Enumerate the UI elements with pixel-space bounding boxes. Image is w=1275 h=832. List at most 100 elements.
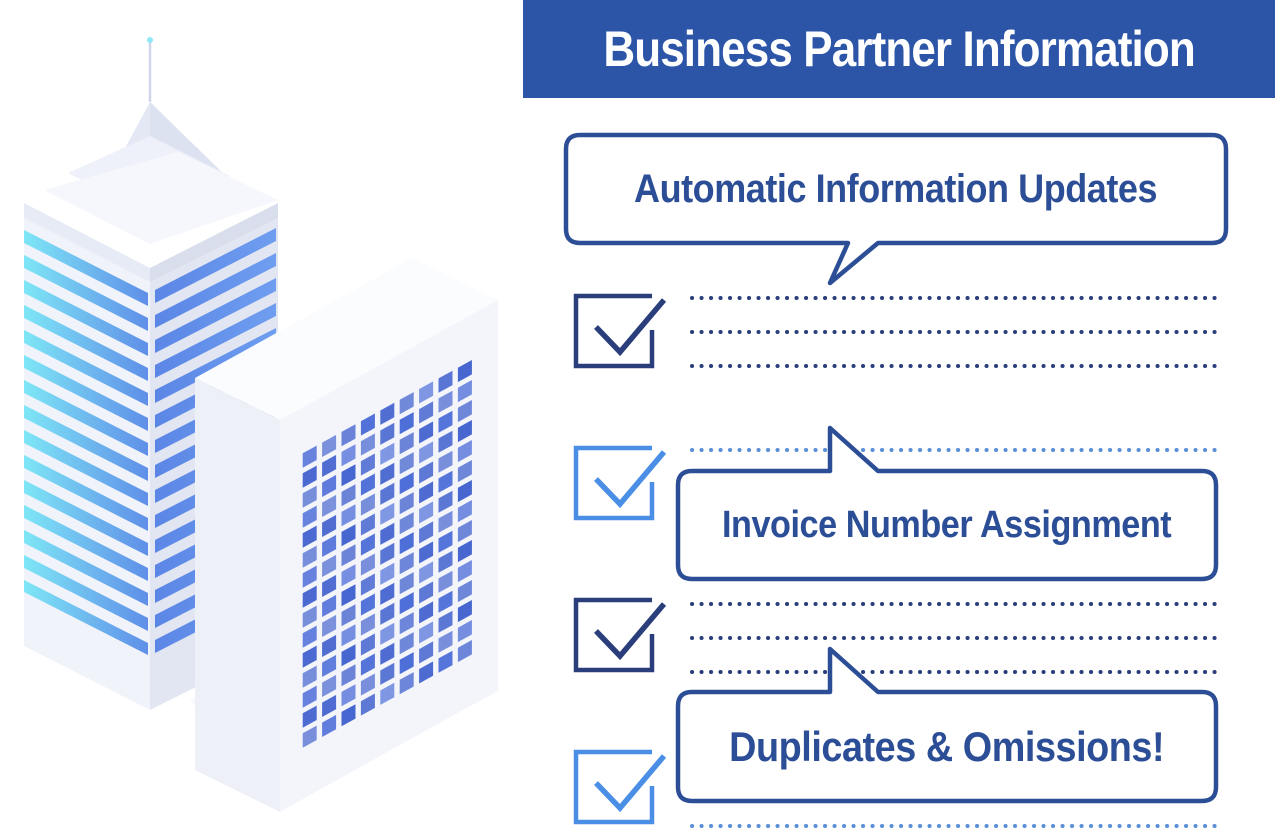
window-pane [360,473,375,496]
window-pane [457,440,472,463]
window-pane [438,630,453,653]
window-pane [457,420,472,443]
window-pane [438,550,453,573]
window-pane [322,454,337,477]
window-pane [457,360,472,383]
checkbox-checked-icon [573,293,667,369]
window-pane [380,582,395,605]
window-pane [399,412,414,435]
window-pane [360,493,375,516]
window-pane [457,520,472,543]
window-pane [322,634,337,657]
window-pane [399,552,414,575]
window-pane [438,490,453,513]
window-pane [341,564,356,587]
window-pane [341,644,356,667]
window-pane [457,400,472,423]
window-pane [399,432,414,455]
callout-label: Invoice Number Assignment [722,503,1172,546]
window-pane [380,682,395,705]
window-pane [419,621,434,644]
window-pane [302,545,317,568]
window-pane [438,510,453,533]
window-pane [341,504,356,527]
window-pane [322,694,337,717]
window-pane [341,544,356,567]
window-pane [302,565,317,588]
window-pane [302,465,317,488]
title-banner: Business Partner Information [523,0,1275,98]
callout-automatic-updates: Automatic Information Updates [568,137,1224,241]
window-pane [457,580,472,603]
window-pane [419,521,434,544]
window-pane [360,433,375,456]
window-pane [322,594,337,617]
window-pane [438,530,453,553]
dotted-lines [690,296,1222,828]
window-pane [322,714,337,737]
window-pane [419,461,434,484]
window-pane [419,641,434,664]
window-pane [341,684,356,707]
window-pane [322,654,337,677]
window-pane [419,381,434,404]
window-pane [360,573,375,596]
window-pane [322,534,337,557]
window-pane [419,441,434,464]
window-pane [399,612,414,635]
window-pane [380,462,395,485]
window-pane [322,614,337,637]
window-pane [360,513,375,536]
window-pane [302,445,317,468]
window-pane [302,505,317,528]
window-pane [380,402,395,425]
window-pane [457,380,472,403]
window-pane [322,674,337,697]
callout-label: Duplicates & Omissions! [729,722,1165,770]
window-pane [457,500,472,523]
window-pane [399,572,414,595]
window-pane [360,613,375,636]
window-pane [360,633,375,656]
window-pane [341,484,356,507]
window-pane [438,470,453,493]
window-pane [438,610,453,633]
window-pane [399,452,414,475]
window-pane [341,524,356,547]
window-pane [360,413,375,436]
window-pane [322,514,337,537]
window-pane [419,501,434,524]
window-pane [360,653,375,676]
speech-bubble-icon [563,132,1229,804]
window-pane [302,485,317,508]
window-pane [438,450,453,473]
window-pane [360,593,375,616]
window-pane [419,581,434,604]
window-pane [457,560,472,583]
window-pane [322,474,337,497]
callout-invoice-number: Invoice Number Assignment [680,473,1214,577]
window-pane [380,642,395,665]
window-pane [399,532,414,555]
window-pane [419,561,434,584]
window-pane [302,705,317,728]
window-pane [457,600,472,623]
window-pane [457,640,472,663]
window-pane [380,422,395,445]
window-pane [341,464,356,487]
window-pane [399,652,414,675]
checkbox-checked-icon [573,445,667,521]
window-pane [399,492,414,515]
office-building-icon [190,258,500,812]
window-pane [322,494,337,517]
window-pane [341,444,356,467]
window-pane [302,665,317,688]
window-pane [341,604,356,627]
window-pane [322,434,337,457]
window-pane [302,685,317,708]
window-pane [438,650,453,673]
checkbox-checked-icon [573,749,667,825]
window-pane [302,605,317,628]
window-pane [457,460,472,483]
window-pane [360,553,375,576]
